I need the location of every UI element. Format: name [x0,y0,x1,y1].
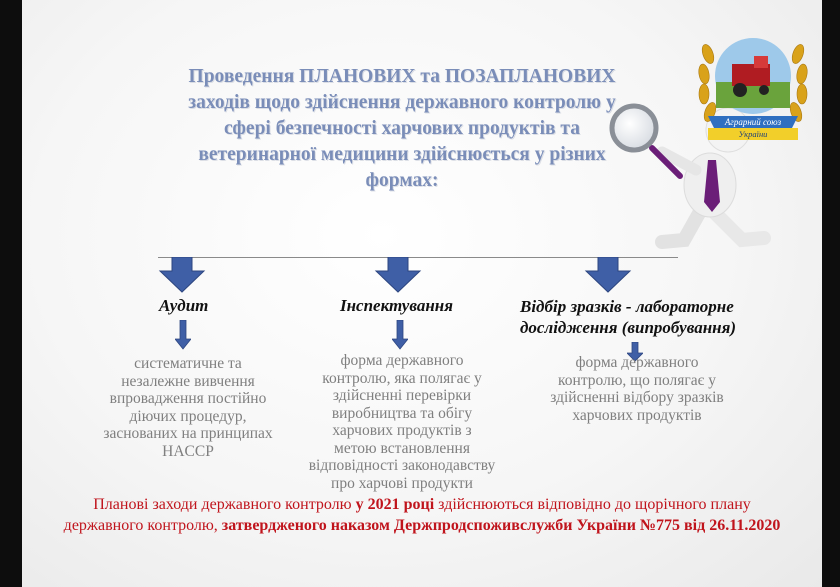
logo-text-line2: України [739,129,768,139]
description-audit: систематичне та незалежне вивчення впров… [103,355,273,460]
small-down-arrow-icon [627,342,643,362]
branch-line [158,257,678,258]
small-down-arrow-icon [392,320,408,350]
small-down-arrow-icon [175,320,191,350]
description-inspection: форма державного контролю, яка полягає у… [308,352,496,492]
agrarian-union-logo-icon: Аграрний союз України [698,38,808,140]
slide: Проведення ПЛАНОВИХ та ПОЗАПЛАНОВИХ захо… [22,0,822,587]
column-title-sampling: Відбір зразків - лабораторне дослідження… [520,297,736,337]
down-arrow-icon [374,257,422,293]
magnifier-figure-icon [609,103,771,249]
column-title-inspection: Інспектування [340,296,453,315]
down-arrow-icon [158,257,206,293]
logo-text-line1: Аграрний союз [724,117,782,127]
down-arrow-icon [584,257,632,293]
bottom-note: Планові заходи державного контролю у 202… [63,496,781,534]
column-title-audit: Аудит [159,296,209,315]
slide-title: Проведення ПЛАНОВИХ та ПОЗАПЛАНОВИХ захо… [188,66,616,191]
description-sampling: форма державного контролю, що полягає у … [550,354,724,424]
